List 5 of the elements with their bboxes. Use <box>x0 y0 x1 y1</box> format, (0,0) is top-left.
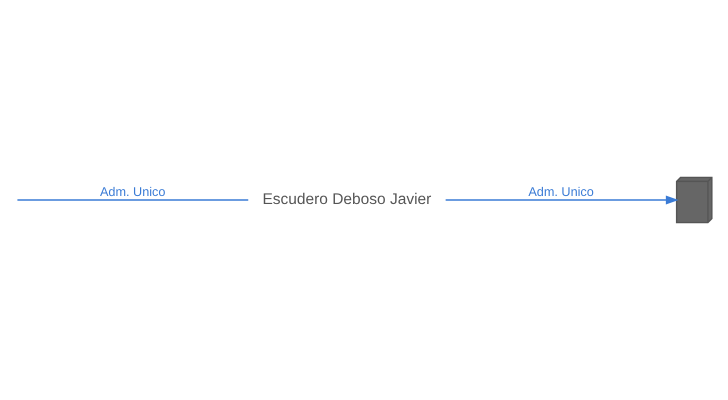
edge-label: Adm. Unico <box>528 185 594 200</box>
arrow <box>446 196 679 204</box>
connector <box>17 199 248 201</box>
edge-label: Adm. Unico <box>100 185 166 200</box>
node-text: Escudero Deboso Javier <box>262 190 432 208</box>
